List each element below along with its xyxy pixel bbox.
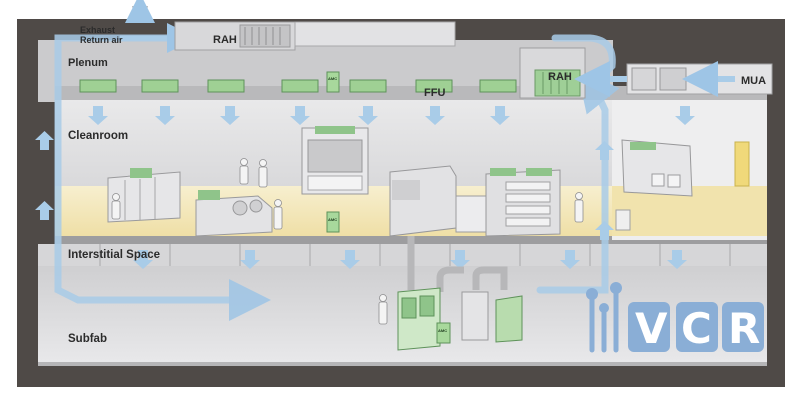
vcr-logo: V C R xyxy=(586,282,764,353)
logo-letter-r: R xyxy=(728,304,760,353)
workers xyxy=(111,158,584,325)
amc-sensor xyxy=(326,71,340,93)
label-cleanroom: Cleanroom xyxy=(68,130,128,142)
label-ffu: FFU xyxy=(424,87,445,99)
ffu-unit xyxy=(207,79,245,93)
label-rah-right: RAH xyxy=(548,71,572,83)
exhaust-arrow xyxy=(120,0,197,53)
svg-text:AMC: AMC xyxy=(328,217,337,222)
rah-top-unit xyxy=(174,21,456,51)
ffu-row: AMC xyxy=(79,71,517,93)
ffu-unit xyxy=(281,79,319,93)
amc-sensor xyxy=(436,322,451,344)
interstitial-area xyxy=(38,244,767,266)
label-plenum: Plenum xyxy=(68,57,108,69)
label-mua: MUA xyxy=(741,75,766,87)
ffu-unit xyxy=(79,79,117,93)
logo-letter-v: V xyxy=(635,304,668,353)
label-exhaust: Exhaust xyxy=(80,25,115,35)
svg-text:AMC: AMC xyxy=(328,76,337,81)
logo-letter-c: C xyxy=(681,304,712,353)
ffu-unit xyxy=(141,79,179,93)
ffu-unit xyxy=(479,79,517,93)
label-interstitial-space: Interstitial Space xyxy=(68,249,160,261)
amc-sensor xyxy=(326,211,340,233)
label-subfab: Subfab xyxy=(68,333,107,345)
cleanroom-equipment: AMC xyxy=(107,126,693,237)
subfab-equipment: AMC xyxy=(397,236,523,351)
supply-air-arrows xyxy=(35,106,695,269)
logo-tile-r xyxy=(722,302,764,352)
ffu-unit xyxy=(349,79,387,93)
svg-text:AMC: AMC xyxy=(438,328,447,333)
logo-tile-v xyxy=(628,302,670,352)
label-rah-top: RAH xyxy=(213,34,237,46)
label-return-air: Return air xyxy=(80,35,123,45)
annex-door xyxy=(734,141,750,187)
ffu-unit xyxy=(415,79,453,93)
logo-tile-c xyxy=(676,302,718,352)
